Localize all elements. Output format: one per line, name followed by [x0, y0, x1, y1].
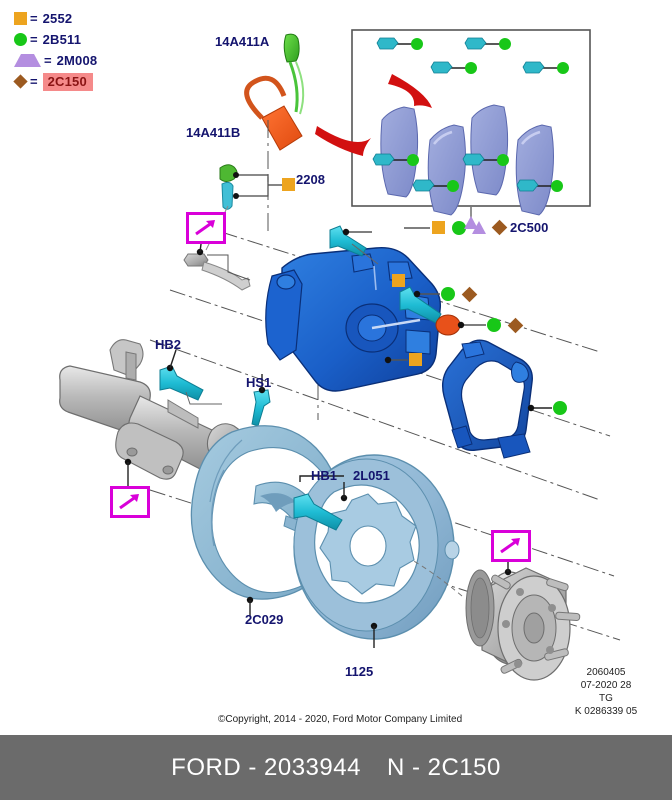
- zoom-arrow-icon: [119, 494, 139, 510]
- legend-row-2m008: = 2M008: [14, 50, 97, 71]
- caliper-bushing: [435, 314, 461, 336]
- brown-diamond-icon: [13, 74, 28, 89]
- detail-zoom-box-sensor[interactable]: [186, 212, 226, 244]
- legend-row-2c150: = 2C150: [13, 71, 97, 92]
- purple-triangle-icon: [14, 54, 41, 67]
- legend-equals: =: [30, 32, 38, 47]
- callout-circle-2c500: [452, 221, 466, 235]
- callout-circle-bracket: [553, 401, 567, 415]
- label-1125: 1125: [345, 664, 374, 679]
- assembly-arrows: [315, 74, 432, 156]
- meta-plant: TG: [599, 693, 613, 704]
- legend-equals: =: [30, 74, 38, 89]
- pad-retaining-clips: [372, 37, 545, 192]
- legend-row-2552: = 2552: [14, 8, 97, 29]
- symbol-legend: = 2552 = 2B511 = 2M008 = 2C150: [13, 8, 97, 92]
- drawing-metadata: 2060405 07-2020 28 TG K 0286339 05: [546, 666, 666, 718]
- legend-code-2b511: 2B511: [42, 32, 82, 47]
- callout-circle-bushing: [487, 318, 501, 332]
- copyright-notice: ©Copyright, 2014 - 2020, Ford Motor Comp…: [218, 714, 463, 725]
- green-circle-icon: [14, 33, 27, 46]
- meta-reference: K 0286339 05: [574, 706, 638, 717]
- label-hb2: HB2: [155, 337, 182, 352]
- footer-brand-part: FORD - 2033944: [171, 753, 361, 781]
- label-hb1: HB1: [311, 468, 338, 483]
- legend-code-2m008: 2M008: [56, 53, 98, 68]
- rotor-retaining-screw: [293, 493, 343, 531]
- callout-circle-bolt-right: [441, 287, 455, 301]
- footer-section: N - 2C150: [386, 753, 501, 781]
- caliper-guide-bolt-top: [329, 225, 367, 257]
- callout-square-caliper-lower: [409, 353, 422, 366]
- brake-rotor-disc: [293, 454, 460, 648]
- footer-bar: FORD - 2033944 N - 2C150: [0, 735, 672, 800]
- orange-square-icon: [14, 12, 27, 25]
- callout-triangle-inset-pads: [464, 216, 478, 229]
- brake-pad-inset-box: [351, 29, 591, 222]
- label-14a411b: 14A411B: [186, 125, 241, 140]
- brake-pad-group: [380, 104, 554, 216]
- label-2c500: 2C500: [510, 220, 549, 235]
- diagram-artwork: [59, 29, 621, 681]
- label-2c029: 2C029: [245, 612, 284, 627]
- caliper-anchor-bracket: [441, 339, 552, 459]
- legend-equals: =: [30, 11, 38, 26]
- shield-screw-hs1: [251, 389, 271, 427]
- detail-zoom-box-hub[interactable]: [491, 530, 531, 562]
- abs-sensor-green: [283, 33, 305, 115]
- callout-square-caliper-mid: [392, 274, 405, 287]
- callout-square-2c500: [432, 221, 445, 234]
- label-2208: 2208: [296, 172, 325, 187]
- legend-equals: =: [44, 53, 52, 68]
- abs-sensor-orange: [244, 75, 303, 151]
- sensor-bracket-gray: [183, 235, 251, 291]
- zoom-arrow-icon: [500, 538, 520, 554]
- label-14a411a: 14A411A: [215, 34, 270, 49]
- wheel-hub-assembly: [411, 556, 581, 681]
- legend-code-2c150: 2C150: [42, 72, 93, 91]
- detail-zoom-box-axle[interactable]: [110, 486, 150, 518]
- meta-date-code: 07-2020 28: [580, 680, 632, 691]
- label-2l051: 2L051: [353, 468, 390, 483]
- callout-square-2208: [282, 178, 295, 191]
- legend-row-2b511: = 2B511: [14, 29, 97, 50]
- meta-drawing-number: 2060405: [586, 667, 626, 678]
- legend-code-2552: 2552: [42, 11, 73, 26]
- parts-diagram-canvas: = 2552 = 2B511 = 2M008 = 2C150: [13, 8, 666, 725]
- zoom-arrow-icon: [195, 220, 215, 236]
- axle-bolt-hb2: [159, 365, 204, 401]
- label-hs1: HS1: [246, 375, 272, 390]
